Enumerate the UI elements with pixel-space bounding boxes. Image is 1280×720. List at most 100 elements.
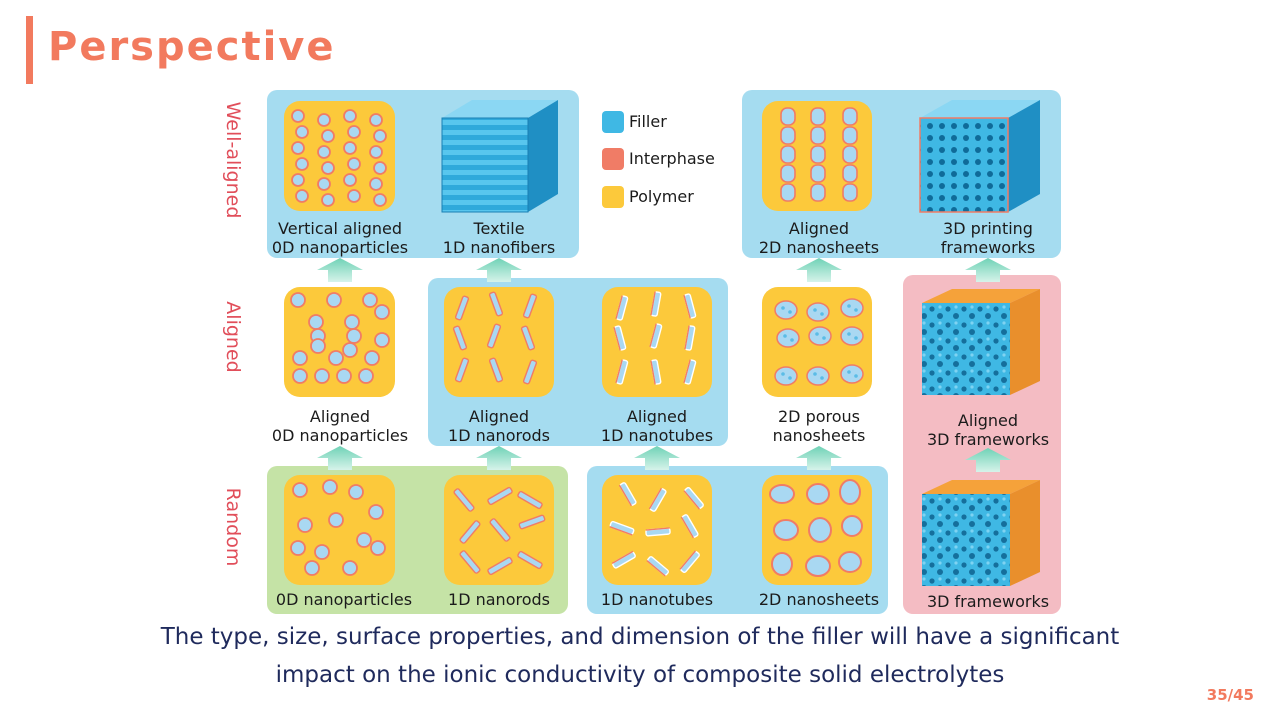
aligned-nanotube-edge — [615, 295, 623, 319]
porous-nanosheet-pore — [790, 338, 794, 342]
label-well-2d-line2: 2D nanosheets — [759, 238, 879, 257]
aligned-nanotube-edge — [613, 327, 621, 351]
random-nanosheet — [841, 515, 863, 537]
porous-nanosheet-pore — [813, 308, 817, 312]
label-well-2d-line1: Aligned — [789, 219, 849, 238]
random-nanorod — [518, 514, 546, 530]
well-0d-particle — [373, 193, 387, 207]
porous-nanosheet-pore — [820, 312, 824, 316]
porous-nanosheet-pore — [813, 372, 817, 376]
random-0d-particle — [370, 540, 386, 556]
random-nanosheet — [806, 483, 830, 505]
aligned-0d-particle — [374, 304, 390, 320]
well-0d-particle — [343, 173, 357, 187]
well-0d-particle — [373, 129, 387, 143]
label-aligned-3d-line2: 3D frameworks — [927, 430, 1049, 449]
well-0d-particle — [317, 113, 331, 127]
legend-swatch-filler — [602, 111, 624, 133]
slide-title: Perspective — [48, 24, 336, 70]
random-0d-particle — [304, 560, 320, 576]
label-well-0d-line1: Vertical aligned — [278, 219, 402, 238]
node-labels: Vertical aligned 0D nanoparticles Textil… — [272, 219, 1049, 611]
random-0d-particle — [290, 540, 306, 556]
legend-label-interphase: Interphase — [629, 149, 715, 168]
random-nanotube-edge — [648, 487, 663, 510]
label-aligned-0d-line2: 0D nanoparticles — [272, 426, 408, 445]
tile-well-0d — [284, 101, 395, 211]
random-nanotube-edge — [646, 560, 666, 577]
well-0d-particle — [321, 129, 335, 143]
aligned-nanosheet — [842, 145, 858, 164]
aligned-0d-particle — [328, 350, 344, 366]
random-nanorod — [487, 486, 513, 506]
random-nanotube-edge — [680, 516, 695, 539]
arrow-porous-to-well-2d — [796, 258, 842, 282]
aligned-nanotube-edge — [650, 291, 656, 316]
aligned-nanosheet — [842, 164, 858, 183]
aligned-nanosheet — [780, 164, 796, 183]
porous-nanosheet — [806, 366, 830, 386]
arrow-random-to-porous-2d — [796, 446, 842, 470]
well-0d-particle — [373, 161, 387, 175]
porous-nanosheet-pore — [815, 332, 819, 336]
caption-line-1: The type, size, surface properties, and … — [160, 624, 1120, 650]
label-random-rods: 1D nanorods — [448, 590, 550, 609]
well-0d-particle — [321, 161, 335, 175]
well-0d-particle — [321, 193, 335, 207]
well-0d-particle — [347, 189, 361, 203]
random-nanorod — [459, 520, 481, 544]
textile-nanofiber-cube — [441, 100, 558, 213]
porous-nanosheet-pore — [781, 306, 785, 310]
aligned-nanotube-edge — [684, 325, 690, 350]
label-aligned-rods-line1: Aligned — [469, 407, 529, 426]
well-0d-particle — [347, 157, 361, 171]
random-nanotube-edge — [683, 490, 700, 510]
label-well-3d-line1: 3D printing — [943, 219, 1033, 238]
aligned-0d-particle — [308, 314, 324, 330]
label-well-1d-line1: Textile — [472, 219, 524, 238]
label-aligned-3d-line1: Aligned — [958, 411, 1018, 430]
label-porous-2d-line1: 2D porous — [778, 407, 860, 426]
aligned-nanorod — [454, 295, 470, 321]
row-label-well-aligned: Well-aligned — [222, 102, 244, 219]
aligned-nanorod — [488, 357, 504, 383]
well-0d-particle — [295, 157, 309, 171]
aligned-nanosheet — [842, 183, 858, 202]
porous-nanosheet-pore — [781, 372, 785, 376]
label-random-0d: 0D nanoparticles — [276, 590, 412, 609]
porous-nanosheet-pore — [788, 310, 792, 314]
random-nanosheet — [808, 517, 832, 543]
aligned-nanosheet — [810, 107, 826, 126]
aligned-nanosheet — [780, 107, 796, 126]
arrow-random-to-aligned-rods — [476, 446, 522, 470]
aligned-0d-particle — [336, 368, 352, 384]
aligned-0d-particle — [374, 332, 390, 348]
porous-nanosheet-pore — [854, 374, 858, 378]
aligned-0d-particle — [290, 292, 306, 308]
arrow-random-to-aligned-0d — [317, 446, 363, 470]
well-0d-particle — [317, 145, 331, 159]
random-3d-framework-cube — [922, 480, 1040, 586]
random-0d-particle — [356, 532, 372, 548]
row-label-random: Random — [222, 488, 244, 567]
well-0d-particle — [317, 177, 331, 191]
aligned-nanosheet — [810, 164, 826, 183]
legend-label-polymer: Polymer — [629, 187, 694, 206]
aligned-nanorod — [488, 291, 504, 317]
arrow-aligned-to-well-1d — [476, 258, 522, 282]
aligned-nanorod — [454, 357, 470, 383]
aligned-nanotube-edge — [649, 323, 657, 347]
aligned-0d-particle — [364, 350, 380, 366]
title-accent-bar — [26, 16, 33, 84]
aligned-nanotube-edge — [615, 359, 623, 383]
random-nanorod — [459, 550, 481, 574]
random-nanotube-edge — [645, 527, 670, 531]
aligned-0d-particle — [342, 342, 358, 358]
well-0d-particle — [295, 125, 309, 139]
porous-nanosheet-pore — [847, 332, 851, 336]
porous-nanosheet — [774, 300, 798, 320]
random-nanorod — [517, 550, 543, 570]
random-nanosheet — [773, 519, 799, 541]
aligned-nanorod — [486, 323, 502, 349]
well-0d-particle — [291, 109, 305, 123]
